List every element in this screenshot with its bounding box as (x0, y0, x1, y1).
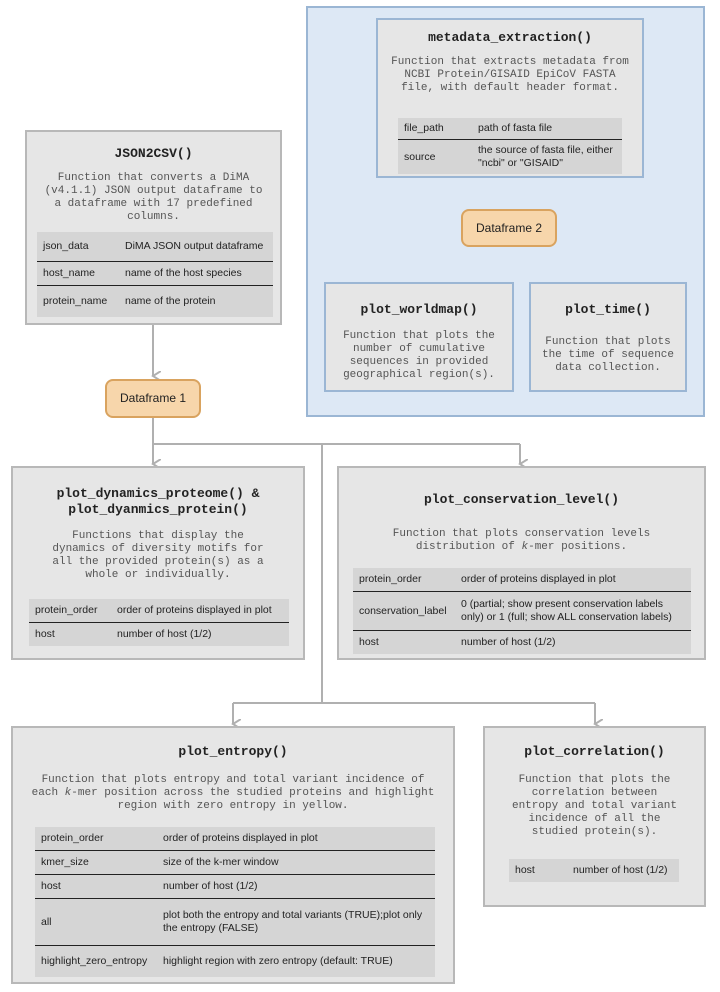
param-row: json_data DiMA JSON output dataframe (37, 232, 273, 262)
param-desc: highlight region with zero entropy (defa… (157, 945, 435, 977)
param-desc: number of host (1/2) (157, 874, 435, 899)
dataframe-2-node: Dataframe 2 (461, 209, 557, 247)
json2csv-desc: Function that converts a DiMA (v4.1.1) J… (44, 172, 263, 223)
plot-correlation-box: plot_correlation() Function that plots t… (483, 726, 706, 907)
plot-entropy-title: plot_entropy() (178, 744, 288, 759)
param-name: host_name (37, 261, 119, 286)
param-row: kmer_size size of the k-mer window (35, 850, 435, 875)
param-name: host (29, 622, 111, 646)
param-row: all plot both the entropy and total vari… (35, 898, 435, 946)
param-row: highlight_zero_entropy highlight region … (35, 945, 435, 977)
json2csv-box: JSON2CSV() Function that converts a DiMA… (25, 130, 282, 325)
plot-conservation-title: plot_conservation_level() (423, 492, 620, 507)
metadata-params-table: file_path path of fasta file source the … (398, 118, 622, 174)
param-desc: 0 (partial; show present conservation la… (455, 591, 691, 631)
plot-conservation-box: plot_conservation_level() Function that … (337, 466, 706, 660)
desc-k-italic: k (521, 541, 529, 553)
plot-worldmap-box: plot_worldmap() Function that plots the … (324, 282, 514, 392)
desc-text: Function that plots conservation levels … (392, 528, 651, 553)
desc-k-italic: k (64, 787, 72, 799)
param-desc: number of host (1/2) (455, 630, 691, 654)
param-name: all (35, 898, 157, 946)
param-desc: name of the protein (119, 285, 273, 317)
param-name: conservation_label (353, 591, 455, 631)
param-row: host_name name of the host species (37, 261, 273, 286)
param-desc: number of host (1/2) (567, 859, 679, 882)
param-name: protein_order (35, 827, 157, 851)
plot-entropy-desc: Function that plots entropy and total va… (21, 774, 445, 813)
param-desc: path of fasta file (472, 118, 622, 140)
json2csv-title: JSON2CSV() (114, 146, 193, 161)
desc-text: -mer position across the studied protein… (71, 787, 435, 812)
plot-correlation-desc: Function that plots the correlation betw… (511, 774, 678, 838)
desc-text: Function that plots entropy and total va… (31, 774, 425, 799)
plot-time-box: plot_time() Function that plots the time… (529, 282, 687, 392)
param-name: file_path (398, 118, 472, 140)
plot-dynamics-desc: Functions that display the dynamics of d… (52, 530, 264, 581)
dataframe-1-node: Dataframe 1 (105, 379, 201, 418)
param-desc: DiMA JSON output dataframe (119, 232, 273, 262)
correlation-params-table: host number of host (1/2) (509, 859, 679, 882)
plot-entropy-box: plot_entropy() Function that plots entro… (11, 726, 455, 984)
metadata-extraction-desc: Function that extracts metadata from NCB… (391, 56, 629, 94)
plot-time-title: plot_time() (565, 302, 651, 317)
param-desc: plot both the entropy and total variants… (157, 898, 435, 946)
plot-worldmap-title: plot_worldmap() (360, 302, 478, 317)
param-name: host (353, 630, 455, 654)
param-desc: order of proteins displayed in plot (157, 827, 435, 851)
entropy-params-table: protein_order order of proteins displaye… (35, 827, 435, 977)
metadata-extraction-title: metadata_extraction() (428, 30, 592, 45)
param-row: protein_order order of proteins displaye… (29, 599, 289, 623)
desc-text: -mer positions. (528, 541, 628, 553)
param-desc: the source of fasta file, either "ncbi" … (472, 139, 622, 174)
param-name: protein_name (37, 285, 119, 317)
metadata-extraction-box: metadata_extraction() Function that extr… (376, 18, 644, 178)
json2csv-params-table: json_data DiMA JSON output dataframe hos… (37, 232, 273, 317)
conservation-params-table: protein_order order of proteins displaye… (353, 568, 691, 654)
param-row: conservation_label 0 (partial; show pres… (353, 591, 691, 631)
param-row: host number of host (1/2) (29, 622, 289, 646)
param-row: host number of host (1/2) (353, 630, 691, 654)
param-row: host number of host (1/2) (35, 874, 435, 899)
dynamics-params-table: protein_order order of proteins displaye… (29, 599, 289, 646)
param-name: highlight_zero_entropy (35, 945, 157, 977)
param-row: protein_name name of the protein (37, 285, 273, 317)
param-row: source the source of fasta file, either … (398, 139, 622, 174)
plot-correlation-title: plot_correlation() (524, 744, 665, 759)
plot-worldmap-desc: Function that plots the number of cumula… (343, 330, 495, 381)
param-row: protein_order order of proteins displaye… (35, 827, 435, 851)
plot-dynamics-box: plot_dynamics_proteome() & plot_dyanmics… (11, 466, 305, 660)
param-row: host number of host (1/2) (509, 859, 679, 882)
param-row: file_path path of fasta file (398, 118, 622, 140)
param-row: protein_order order of proteins displaye… (353, 568, 691, 592)
param-desc: order of proteins displayed in plot (455, 568, 691, 592)
plot-dynamics-title: plot_dynamics_proteome() & plot_dyanmics… (56, 486, 260, 517)
param-desc: size of the k-mer window (157, 850, 435, 875)
param-name: host (35, 874, 157, 899)
param-desc: order of proteins displayed in plot (111, 599, 289, 623)
plot-conservation-desc: Function that plots conservation levels … (347, 528, 696, 554)
param-desc: number of host (1/2) (111, 622, 289, 646)
plot-time-desc: Function that plots the time of sequence… (541, 336, 675, 374)
param-name: protein_order (353, 568, 455, 592)
param-name: protein_order (29, 599, 111, 623)
param-name: json_data (37, 232, 119, 262)
param-name: kmer_size (35, 850, 157, 875)
param-desc: name of the host species (119, 261, 273, 286)
param-name: source (398, 139, 472, 174)
param-name: host (509, 859, 567, 882)
